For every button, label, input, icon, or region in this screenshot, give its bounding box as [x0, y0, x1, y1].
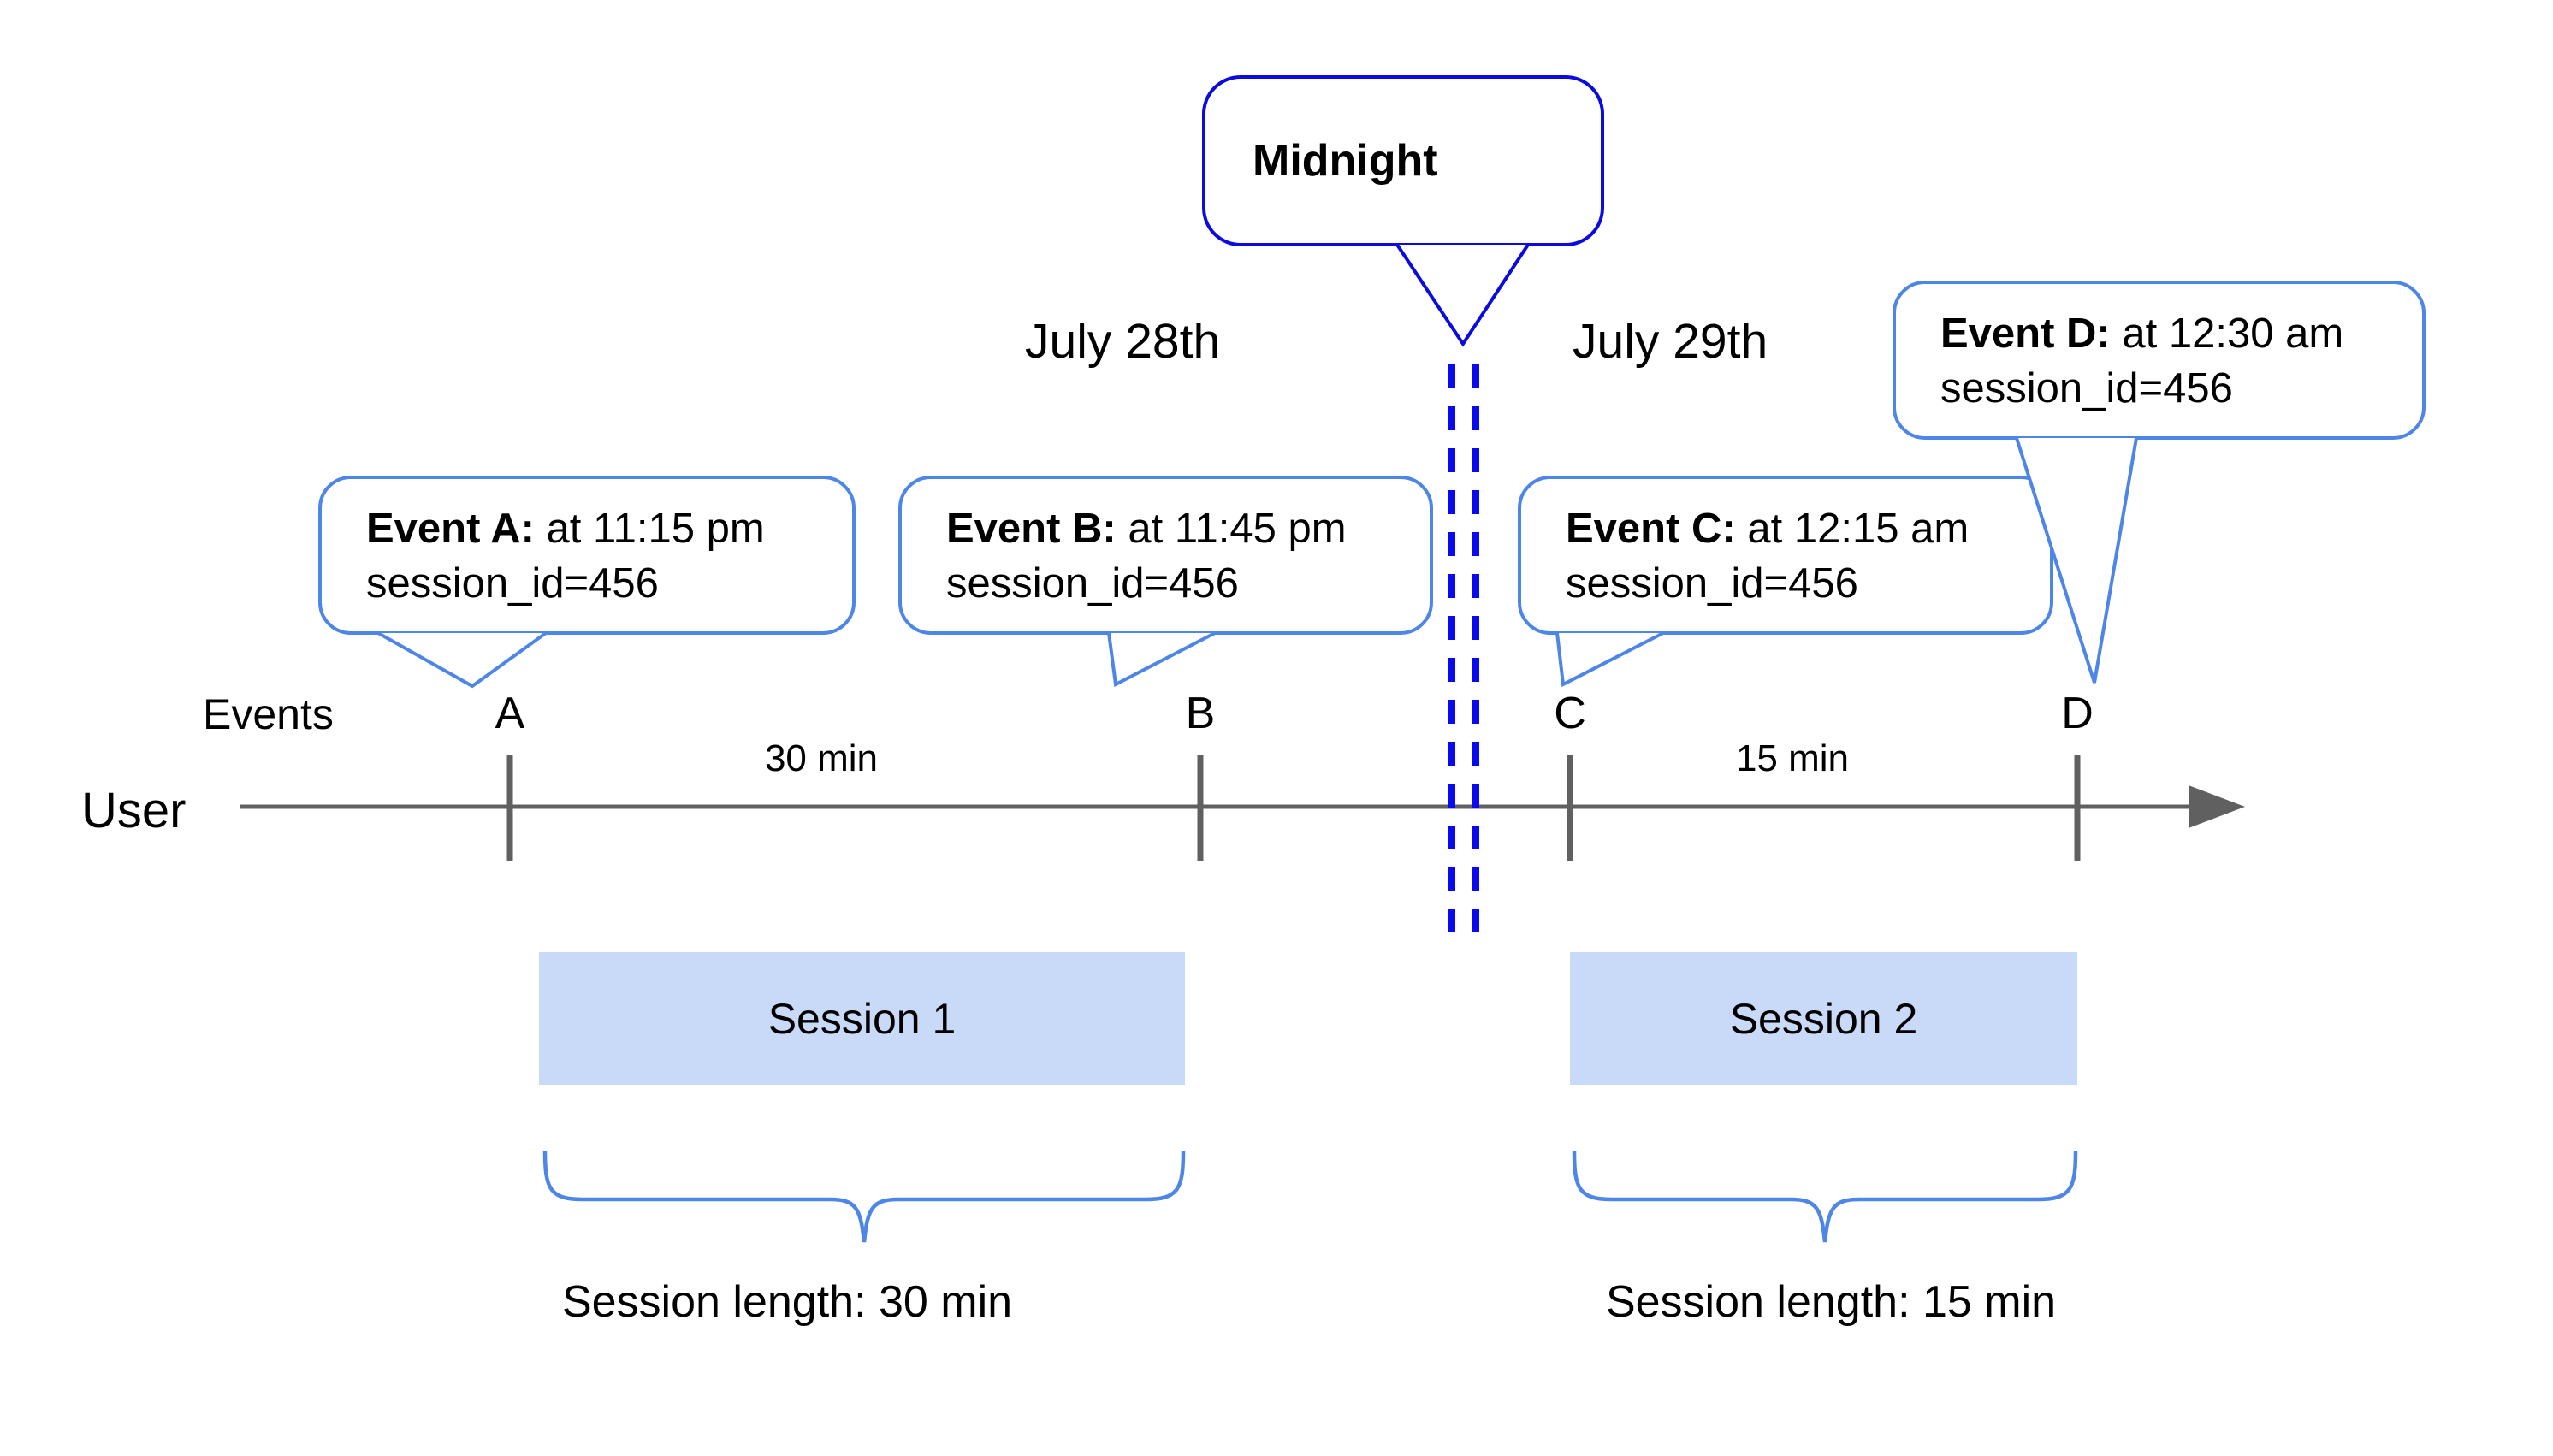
timeline-arrowhead-icon: [2189, 785, 2245, 828]
interval-label-30min: 30 min: [764, 737, 879, 779]
session-1-box: Session 1: [539, 952, 1185, 1085]
tick-label-b: B: [1185, 689, 1216, 738]
midnight-callout-bubble: Midnight: [1202, 75, 1604, 246]
midnight-bubble-tail: [1395, 243, 1530, 347]
event-a-callout-line1: Event A: at 11:15 pm: [366, 506, 765, 552]
tick-label-a: A: [495, 689, 525, 738]
midnight-label: Midnight: [1253, 136, 1438, 186]
session-1-length-label: Session length: 30 min: [561, 1277, 1013, 1327]
event-c-callout-line2: session_id=456: [1566, 560, 1858, 607]
event-a-bubble-tail: [377, 631, 548, 689]
date-label-july-29: July 29th: [1573, 314, 1768, 369]
event-c-bubble-tail: [1555, 631, 1664, 688]
session-2-label: Session 2: [1729, 994, 1918, 1043]
event-d-callout-bubble: Event D: at 12:30 am session_id=456: [1893, 281, 2426, 440]
event-d-bubble-tail: [2015, 437, 2138, 684]
event-a-callout-bubble: Event A: at 11:15 pm session_id=456: [318, 476, 856, 635]
session-2-box: Session 2: [1570, 952, 2077, 1085]
tick-label-d: D: [2061, 689, 2094, 738]
event-a-callout-line2: session_id=456: [366, 560, 659, 607]
event-c-callout-bubble: Event C: at 12:15 am session_id=456: [1518, 476, 2053, 635]
events-axis-label: Events: [203, 690, 334, 738]
event-d-callout-line2: session_id=456: [1940, 365, 2233, 411]
session-1-brace: [542, 1151, 1186, 1243]
interval-label-15min: 15 min: [1735, 737, 1850, 779]
date-label-july-28: July 28th: [1025, 314, 1221, 369]
event-b-callout-line1: Event B: at 11:45 pm: [946, 506, 1347, 552]
tick-label-c: C: [1554, 689, 1586, 738]
event-b-callout-line2: session_id=456: [946, 560, 1239, 607]
event-c-callout-line1: Event C: at 12:15 am: [1566, 506, 1970, 552]
user-axis-label: User: [81, 783, 187, 838]
session-2-length-label: Session length: 15 min: [1605, 1277, 2057, 1327]
session-2-brace: [1572, 1151, 2078, 1243]
event-d-callout-line1: Event D: at 12:30 am: [1940, 311, 2344, 357]
event-b-bubble-tail: [1107, 631, 1216, 688]
session-1-label: Session 1: [767, 994, 957, 1043]
